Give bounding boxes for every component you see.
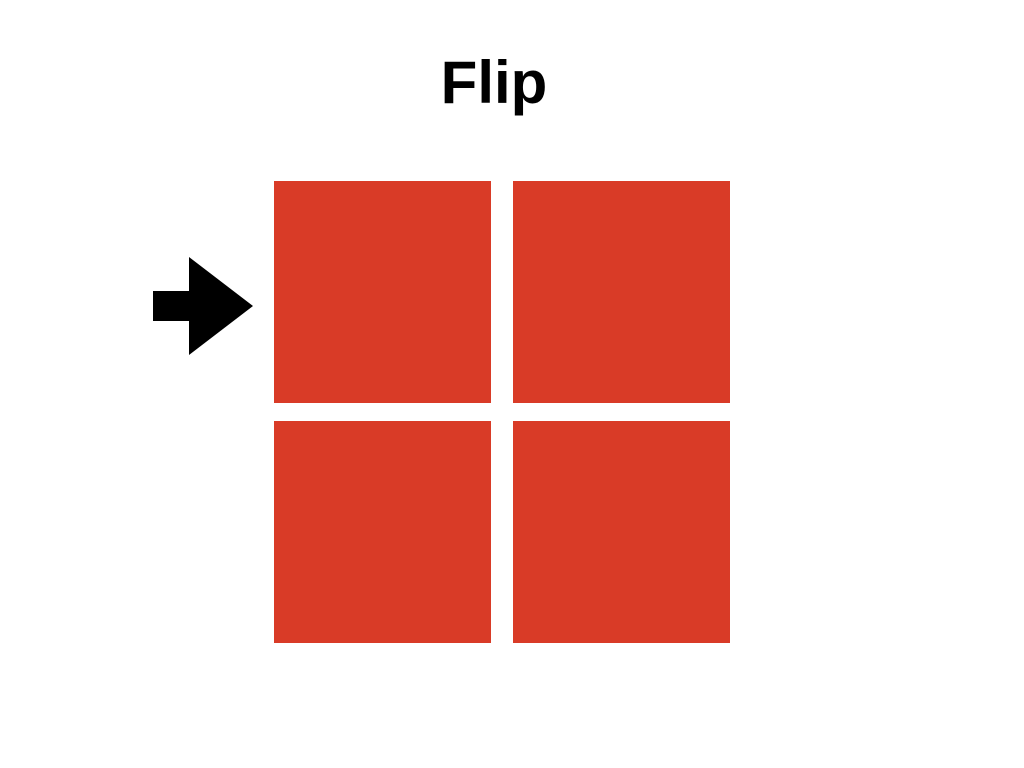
tile-row2-col2[interactable]: [513, 421, 730, 643]
tile-row1-col1[interactable]: [274, 181, 491, 403]
tile-row2-col1[interactable]: [274, 421, 491, 643]
tile-row1-col2[interactable]: [513, 181, 730, 403]
right-arrow-icon: [153, 257, 253, 355]
page-title: Flip: [440, 49, 548, 116]
tile-grid: [274, 181, 730, 643]
